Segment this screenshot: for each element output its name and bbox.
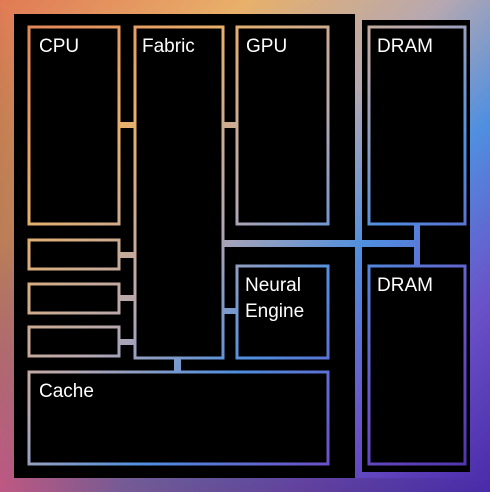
cpu-fabric-link <box>118 122 136 128</box>
fabric-dram-bus <box>222 240 420 247</box>
cache-block <box>27 370 330 466</box>
small-block-1 <box>27 238 121 271</box>
small-block-2-link <box>118 295 136 301</box>
small-block-1-link <box>118 252 136 258</box>
small-block-2 <box>27 282 121 315</box>
small-block-3 <box>27 325 121 358</box>
cache-label: Cache <box>39 381 94 402</box>
fabric-cache-link <box>174 356 181 374</box>
neural-engine-block <box>235 264 330 360</box>
small-block-3-link <box>118 339 136 345</box>
fabric-neural-link <box>222 308 238 314</box>
connectors <box>118 122 420 374</box>
fabric-block <box>133 25 225 360</box>
fabric-gpu-link <box>222 122 238 128</box>
dram-top-label: DRAM <box>377 36 433 57</box>
neural-engine-label-line1: Neural <box>245 275 301 296</box>
cpu-block <box>27 25 121 226</box>
gpu-block <box>235 25 330 226</box>
dram-top-block <box>367 25 467 226</box>
cpu-label: CPU <box>39 36 80 57</box>
dram-bottom-label: DRAM <box>377 275 433 296</box>
neural-engine-label-line2: Engine <box>245 301 305 322</box>
dram-bottom-block <box>367 264 467 466</box>
dram-vertical-link <box>414 222 420 268</box>
fabric-label: Fabric <box>142 36 195 57</box>
gpu-label: GPU <box>246 36 288 57</box>
